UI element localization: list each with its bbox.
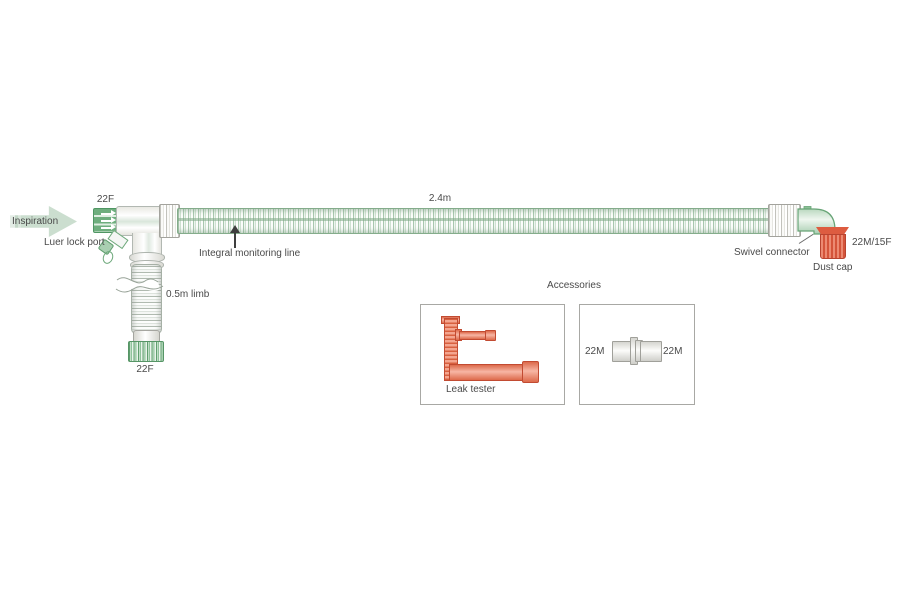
- luer-port-label: Luer lock port: [44, 237, 105, 248]
- straight-connector-box: [579, 304, 695, 405]
- inspiratory-tube: [177, 208, 770, 234]
- tube-break-mark: [115, 277, 164, 293]
- leak-tester-end-cap: [522, 361, 539, 383]
- straight-connector-right-size-label: 22M: [663, 346, 683, 357]
- dust-cap-label: Dust cap: [813, 262, 853, 273]
- swivel-connector-label: Swivel connector: [734, 247, 810, 258]
- dust-cap-rim: [816, 227, 849, 235]
- inspiratory-connector-size-label: 22F: [96, 194, 115, 205]
- limb-tube: [131, 264, 162, 334]
- inspiratory-connector-22f: [93, 208, 118, 233]
- flow-arrow-icon: [100, 210, 116, 216]
- limb-connector-22f: [128, 341, 164, 362]
- limb-connector-size-label: 22F: [136, 364, 154, 375]
- wye-piece: [116, 206, 163, 236]
- monitoring-line-arrow-icon: [230, 225, 240, 233]
- dust-cap: [816, 227, 849, 259]
- leak-tester-label: Leak tester: [446, 384, 496, 395]
- elbow-size-label: 22M/15F: [852, 237, 892, 248]
- tube-length-label: 2.4m: [428, 193, 452, 204]
- monitoring-line-arrow: [234, 232, 236, 248]
- straight-connector-left-size-label: 22M: [585, 346, 605, 357]
- flow-arrow-icon: [100, 224, 116, 230]
- leak-tester-bottom-tube: [449, 364, 526, 381]
- monitoring-line-label: Integral monitoring line: [199, 248, 301, 259]
- leak-tester-tip: [485, 330, 496, 341]
- straight-connector-22m: [612, 337, 662, 365]
- connector-right-cylinder: [640, 341, 662, 362]
- accessories-title: Accessories: [547, 280, 601, 291]
- dust-cap-body: [820, 234, 846, 259]
- inspiration-label: Inspiration: [12, 216, 59, 227]
- swivel-cuff: [768, 204, 801, 237]
- flow-arrow-icon: [100, 217, 116, 223]
- limb-length-label: 0.5m limb: [166, 289, 210, 300]
